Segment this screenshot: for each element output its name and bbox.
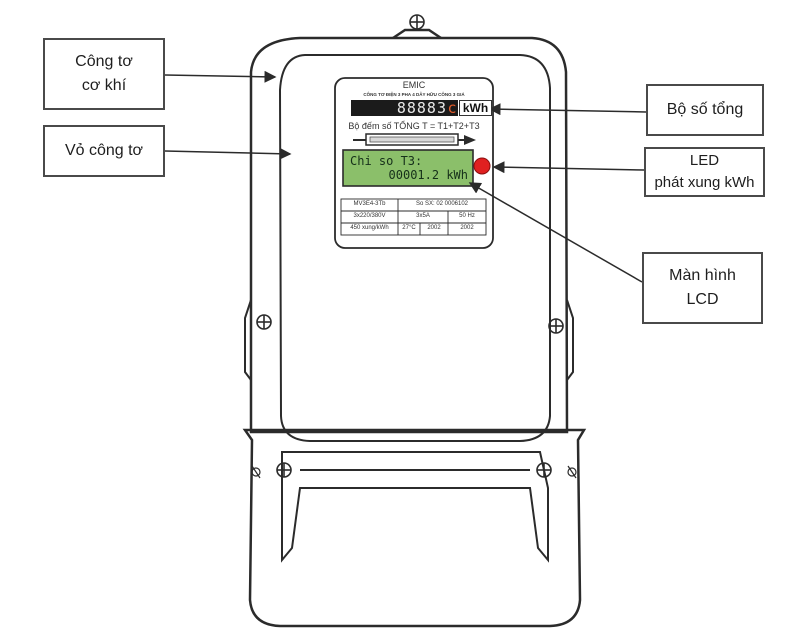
callout-text: Bộ số tổng — [666, 101, 744, 118]
arrow-pulse-led — [492, 161, 645, 174]
right-screw-icon — [548, 318, 564, 334]
arrow-mechanical-meter — [164, 70, 277, 83]
terminal-block — [281, 451, 549, 563]
register-last-digit: c — [446, 99, 458, 117]
spec-cell: 2002 — [427, 225, 441, 231]
register-digits: 88883 — [351, 100, 447, 116]
spec-cell: So SX: 02 0006102 — [415, 201, 469, 207]
spec-cell: 27°C — [402, 225, 416, 231]
spec-cell: MV3E4-3Tb — [353, 201, 386, 207]
seal-screw-icon — [409, 14, 425, 30]
spec-cell: 3x220/380V — [353, 213, 386, 219]
lcd-screen — [342, 149, 474, 187]
meter-case-outer — [249, 36, 569, 434]
callout-lcd-screen: Màn hình LCD — [642, 252, 763, 324]
arrow-meter-case — [164, 147, 292, 160]
terminal-right-screw-icon — [536, 462, 552, 478]
top-tab — [392, 28, 442, 40]
terminal-left-screw-icon — [276, 462, 292, 478]
meter-subtitle: CÔNG TƠ ĐIỆN 3 PHA 4 DÂY HỮU CÔNG 3 GIÁ — [363, 92, 465, 97]
callout-text: Màn hình — [669, 267, 736, 284]
meter-case-inner — [278, 54, 551, 442]
callout-meter-case: Vỏ công tơ — [43, 125, 165, 177]
counter-label: Bộ đếm số TỔNG T = T1+T2+T3 — [348, 121, 480, 131]
spec-cell: 2002 — [460, 225, 474, 231]
callout-text: LED — [689, 152, 720, 169]
spec-table — [340, 198, 487, 236]
lcd-line-1: Chi so T3: — [350, 154, 423, 168]
right-mount-ear — [566, 299, 574, 381]
spec-cell: 50 Hz — [459, 213, 475, 219]
register-unit: kWh — [459, 100, 492, 116]
left-seal-wire-icon — [251, 465, 261, 479]
callout-pulse-led: LED phát xung kWh — [644, 147, 765, 197]
arrow-total-register — [488, 103, 647, 116]
callout-text: Công tơ — [75, 53, 133, 70]
callout-mechanical-meter: Công tơ cơ khí — [43, 38, 165, 110]
callout-text: phát xung kWh — [654, 174, 755, 191]
spec-cell: 3x5A — [416, 213, 430, 219]
right-seal-wire-icon — [567, 465, 577, 479]
callout-arrows — [164, 70, 647, 283]
terminal-cover — [242, 428, 587, 628]
pulse-led-icon — [473, 157, 491, 175]
callout-text: cơ khí — [81, 77, 127, 94]
lcd-line-2: 00001.2 kWh — [388, 168, 468, 182]
callout-text: LCD — [686, 291, 719, 308]
arrow-lcd-screen — [468, 182, 643, 283]
brand-label: EMIC — [402, 80, 426, 90]
callout-total-register: Bộ số tổng — [646, 84, 764, 136]
counter-indicator — [353, 133, 476, 146]
spec-cell: 450 xung/kWh — [350, 225, 389, 231]
callout-text: Vỏ công tơ — [64, 142, 144, 159]
left-mount-ear — [244, 299, 252, 381]
left-screw-icon — [256, 314, 272, 330]
